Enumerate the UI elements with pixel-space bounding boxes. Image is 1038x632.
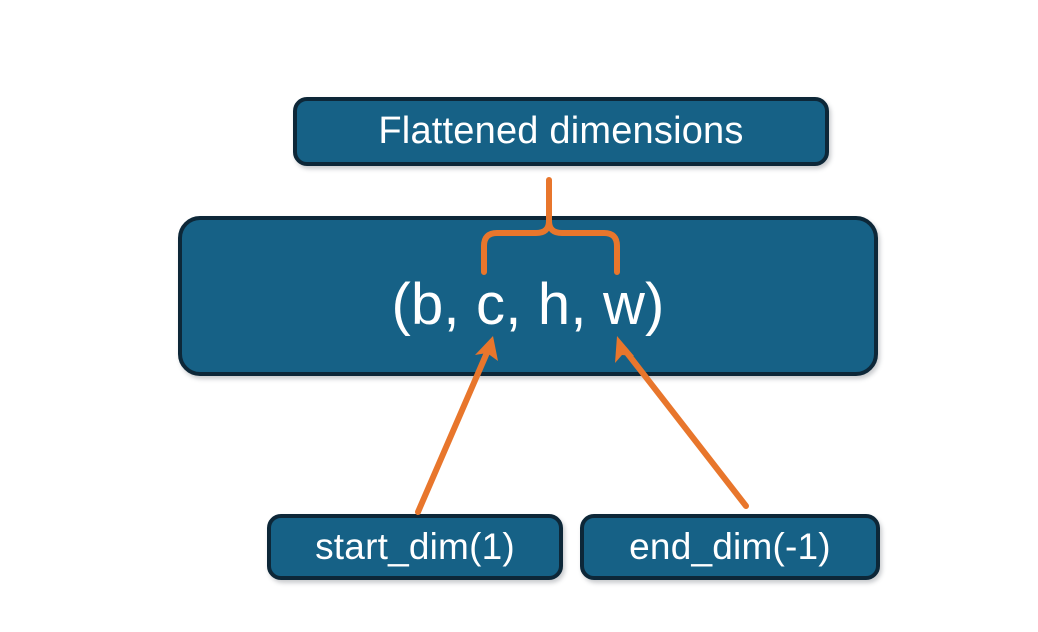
node-end-dim[interactable]: end_dim(-1) (580, 514, 880, 580)
node-tensor-shape-label: (b, c, h, w) (391, 271, 665, 337)
node-tensor-shape[interactable]: (b, c, h, w) (178, 216, 878, 376)
node-flattened-dimensions[interactable]: Flattened dimensions (293, 97, 829, 166)
node-end-dim-label: end_dim(-1) (629, 526, 831, 567)
node-flattened-dimensions-label: Flattened dimensions (378, 110, 744, 152)
node-start-dim-label: start_dim(1) (315, 526, 515, 567)
node-start-dim[interactable]: start_dim(1) (267, 514, 563, 580)
